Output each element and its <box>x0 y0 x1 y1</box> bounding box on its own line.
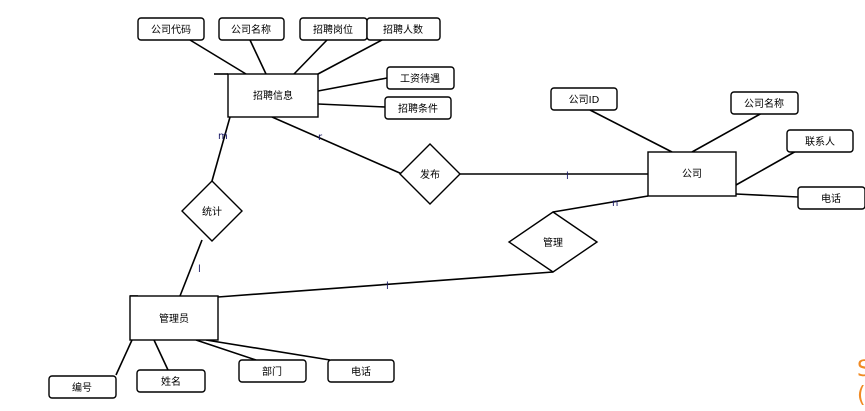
attribute-company-contact: 联系人 <box>786 129 854 153</box>
attribute-admin-phone: 电话 <box>327 359 395 383</box>
cardinality-statistics-recruit: m <box>218 131 228 142</box>
svg-text:姓名: 姓名 <box>161 375 181 388</box>
attribute-recruit-count: 招聘人数 <box>366 17 441 41</box>
svg-text:电话: 电话 <box>821 192 841 205</box>
svg-text:招聘岗位: 招聘岗位 <box>313 23 353 36</box>
svg-text:招聘人数: 招聘人数 <box>383 23 423 36</box>
svg-text:S: S <box>857 357 865 382</box>
attribute-recruit-company-code: 公司代码 <box>137 17 205 41</box>
svg-text:公司: 公司 <box>682 169 702 180</box>
attribute-admin-dept: 部门 <box>238 359 307 383</box>
entity-admin: 管理员 <box>129 295 219 341</box>
svg-text:招聘信息: 招聘信息 <box>253 89 293 102</box>
svg-text:(: ( <box>857 383 865 408</box>
svg-text:联系人: 联系人 <box>805 136 835 148</box>
watermark-logo: S ( <box>857 357 865 408</box>
cardinality-publish-recruit: r <box>318 132 323 143</box>
attribute-recruit-salary: 工资待遇 <box>386 66 455 90</box>
svg-text:公司名称: 公司名称 <box>744 97 784 110</box>
svg-text:部门: 部门 <box>262 365 282 378</box>
svg-text:管理: 管理 <box>543 236 563 249</box>
attribute-recruit-company-name: 公司名称 <box>218 17 285 41</box>
svg-text:招聘条件: 招聘条件 <box>398 102 438 115</box>
relationship-manage: 管理 <box>507 211 599 273</box>
attribute-company-name: 公司名称 <box>730 91 799 115</box>
svg-text:管理员: 管理员 <box>159 312 189 325</box>
relationship-statistics: 统计 <box>181 180 243 242</box>
svg-text:公司代码: 公司代码 <box>151 24 191 36</box>
cardinality-statistics-admin: l <box>198 264 201 275</box>
svg-text:工资待遇: 工资待遇 <box>400 72 440 85</box>
entity-company: 公司 <box>647 151 737 197</box>
attribute-company-id: 公司ID <box>550 87 618 111</box>
attribute-admin-no: 编号 <box>48 375 117 399</box>
attribute-company-phone: 电话 <box>797 186 865 210</box>
svg-text:电话: 电话 <box>351 365 371 378</box>
attribute-recruit-position: 招聘岗位 <box>299 17 368 41</box>
svg-text:编号: 编号 <box>72 381 92 394</box>
cardinality-publish-company: l <box>566 171 569 182</box>
connector-lines <box>115 39 799 376</box>
relationship-publish: 发布 <box>399 143 461 205</box>
attribute-recruit-conditions: 招聘条件 <box>384 96 452 120</box>
cardinality-manage-company: n <box>612 198 618 209</box>
svg-text:发布: 发布 <box>420 168 440 181</box>
svg-text:公司名称: 公司名称 <box>231 23 271 36</box>
svg-text:公司ID: 公司ID <box>569 95 600 106</box>
cardinality-manage-admin: l <box>386 281 389 292</box>
svg-text:统计: 统计 <box>202 205 222 218</box>
attribute-admin-name: 姓名 <box>136 369 206 393</box>
entity-recruitment-info: 招聘信息 <box>227 73 319 118</box>
